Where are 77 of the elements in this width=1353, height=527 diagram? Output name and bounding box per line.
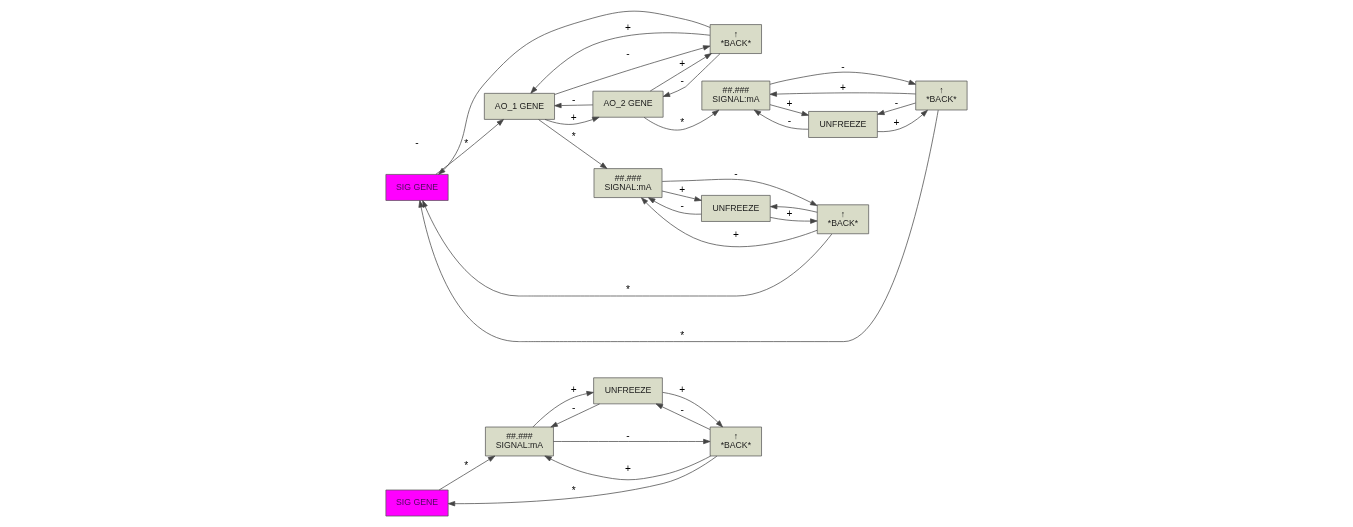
edge-label: - [626, 48, 630, 60]
arrow [422, 200, 833, 297]
edge-label: + [786, 208, 793, 220]
arrow [877, 102, 916, 115]
edge-label: + [679, 384, 686, 396]
arrow [544, 116, 600, 125]
edge-label: - [572, 402, 576, 414]
node-box: ↑ *BACK* [709, 24, 762, 54]
arrow [554, 102, 594, 109]
edge-label: - [787, 114, 792, 126]
edge-label: + [786, 97, 793, 109]
node-box: ↑ *BACK* [816, 204, 870, 235]
node-box: UNFREEZE [593, 377, 663, 405]
arrow [530, 32, 711, 94]
arrow [435, 119, 504, 175]
arrow [769, 104, 809, 117]
edge-label: * [571, 130, 576, 142]
edge-label: + [732, 229, 739, 241]
arrow [418, 109, 939, 342]
arrow [554, 45, 711, 95]
edge-label: - [680, 200, 684, 212]
arrow [662, 392, 723, 428]
edge-label: + [893, 117, 900, 129]
edge-label: - [894, 96, 899, 108]
node-box: AO_1 GENE [483, 93, 555, 120]
edge-label: * [571, 485, 576, 497]
arrow [661, 190, 702, 202]
node-box: ↑ *BACK* [709, 426, 762, 457]
edge-label: + [679, 184, 686, 196]
edge-label: - [680, 75, 684, 87]
edge-label: - [572, 93, 576, 105]
arrow [655, 403, 711, 430]
node-box: UNFREEZE [808, 111, 878, 138]
arrow [544, 455, 712, 481]
edge-label: - [680, 404, 684, 416]
node-box: ##.### SIGNAL:mA [593, 168, 663, 198]
edge-label: - [734, 167, 738, 179]
edge-label: + [570, 384, 577, 396]
node-box: ↑ *BACK* [915, 80, 968, 111]
arrow [877, 109, 928, 133]
edge-label: * [626, 284, 630, 296]
node-box: ##.### SIGNAL:mA [701, 80, 771, 111]
arrow [553, 438, 711, 445]
arrow [550, 403, 600, 428]
edge-label: * [680, 329, 685, 341]
arrow [769, 217, 818, 224]
arrow [643, 109, 720, 131]
arrow [662, 53, 721, 97]
arrow [438, 10, 711, 175]
edge-label: + [840, 81, 846, 93]
edge-label: + [625, 463, 631, 475]
edge-label: * [680, 117, 685, 129]
arrow [649, 53, 712, 92]
arrow [769, 91, 916, 97]
edge-label: * [464, 138, 469, 150]
arrow [769, 71, 916, 85]
arrow [447, 455, 718, 507]
edge-label: * [464, 460, 469, 472]
arrow [438, 455, 496, 491]
edge-label: + [625, 21, 631, 33]
arrow [538, 119, 608, 169]
arrow [661, 178, 818, 206]
node-box: UNFREEZE [701, 195, 771, 222]
edge-label: - [841, 60, 845, 72]
arrow [641, 197, 818, 248]
arrow [648, 197, 702, 215]
arrow [532, 391, 594, 428]
edge-label: + [679, 58, 686, 70]
node-box: SIG GENE [385, 174, 449, 201]
node-box: SIG GENE [385, 489, 449, 517]
node-box: ##.### SIGNAL:mA [485, 426, 554, 457]
arrow [770, 204, 818, 213]
arrow [753, 109, 809, 130]
label: - [415, 136, 419, 148]
edge-label: - [626, 429, 630, 441]
edge-label: + [570, 112, 577, 123]
node-box: AO_2 GENE [592, 90, 664, 118]
